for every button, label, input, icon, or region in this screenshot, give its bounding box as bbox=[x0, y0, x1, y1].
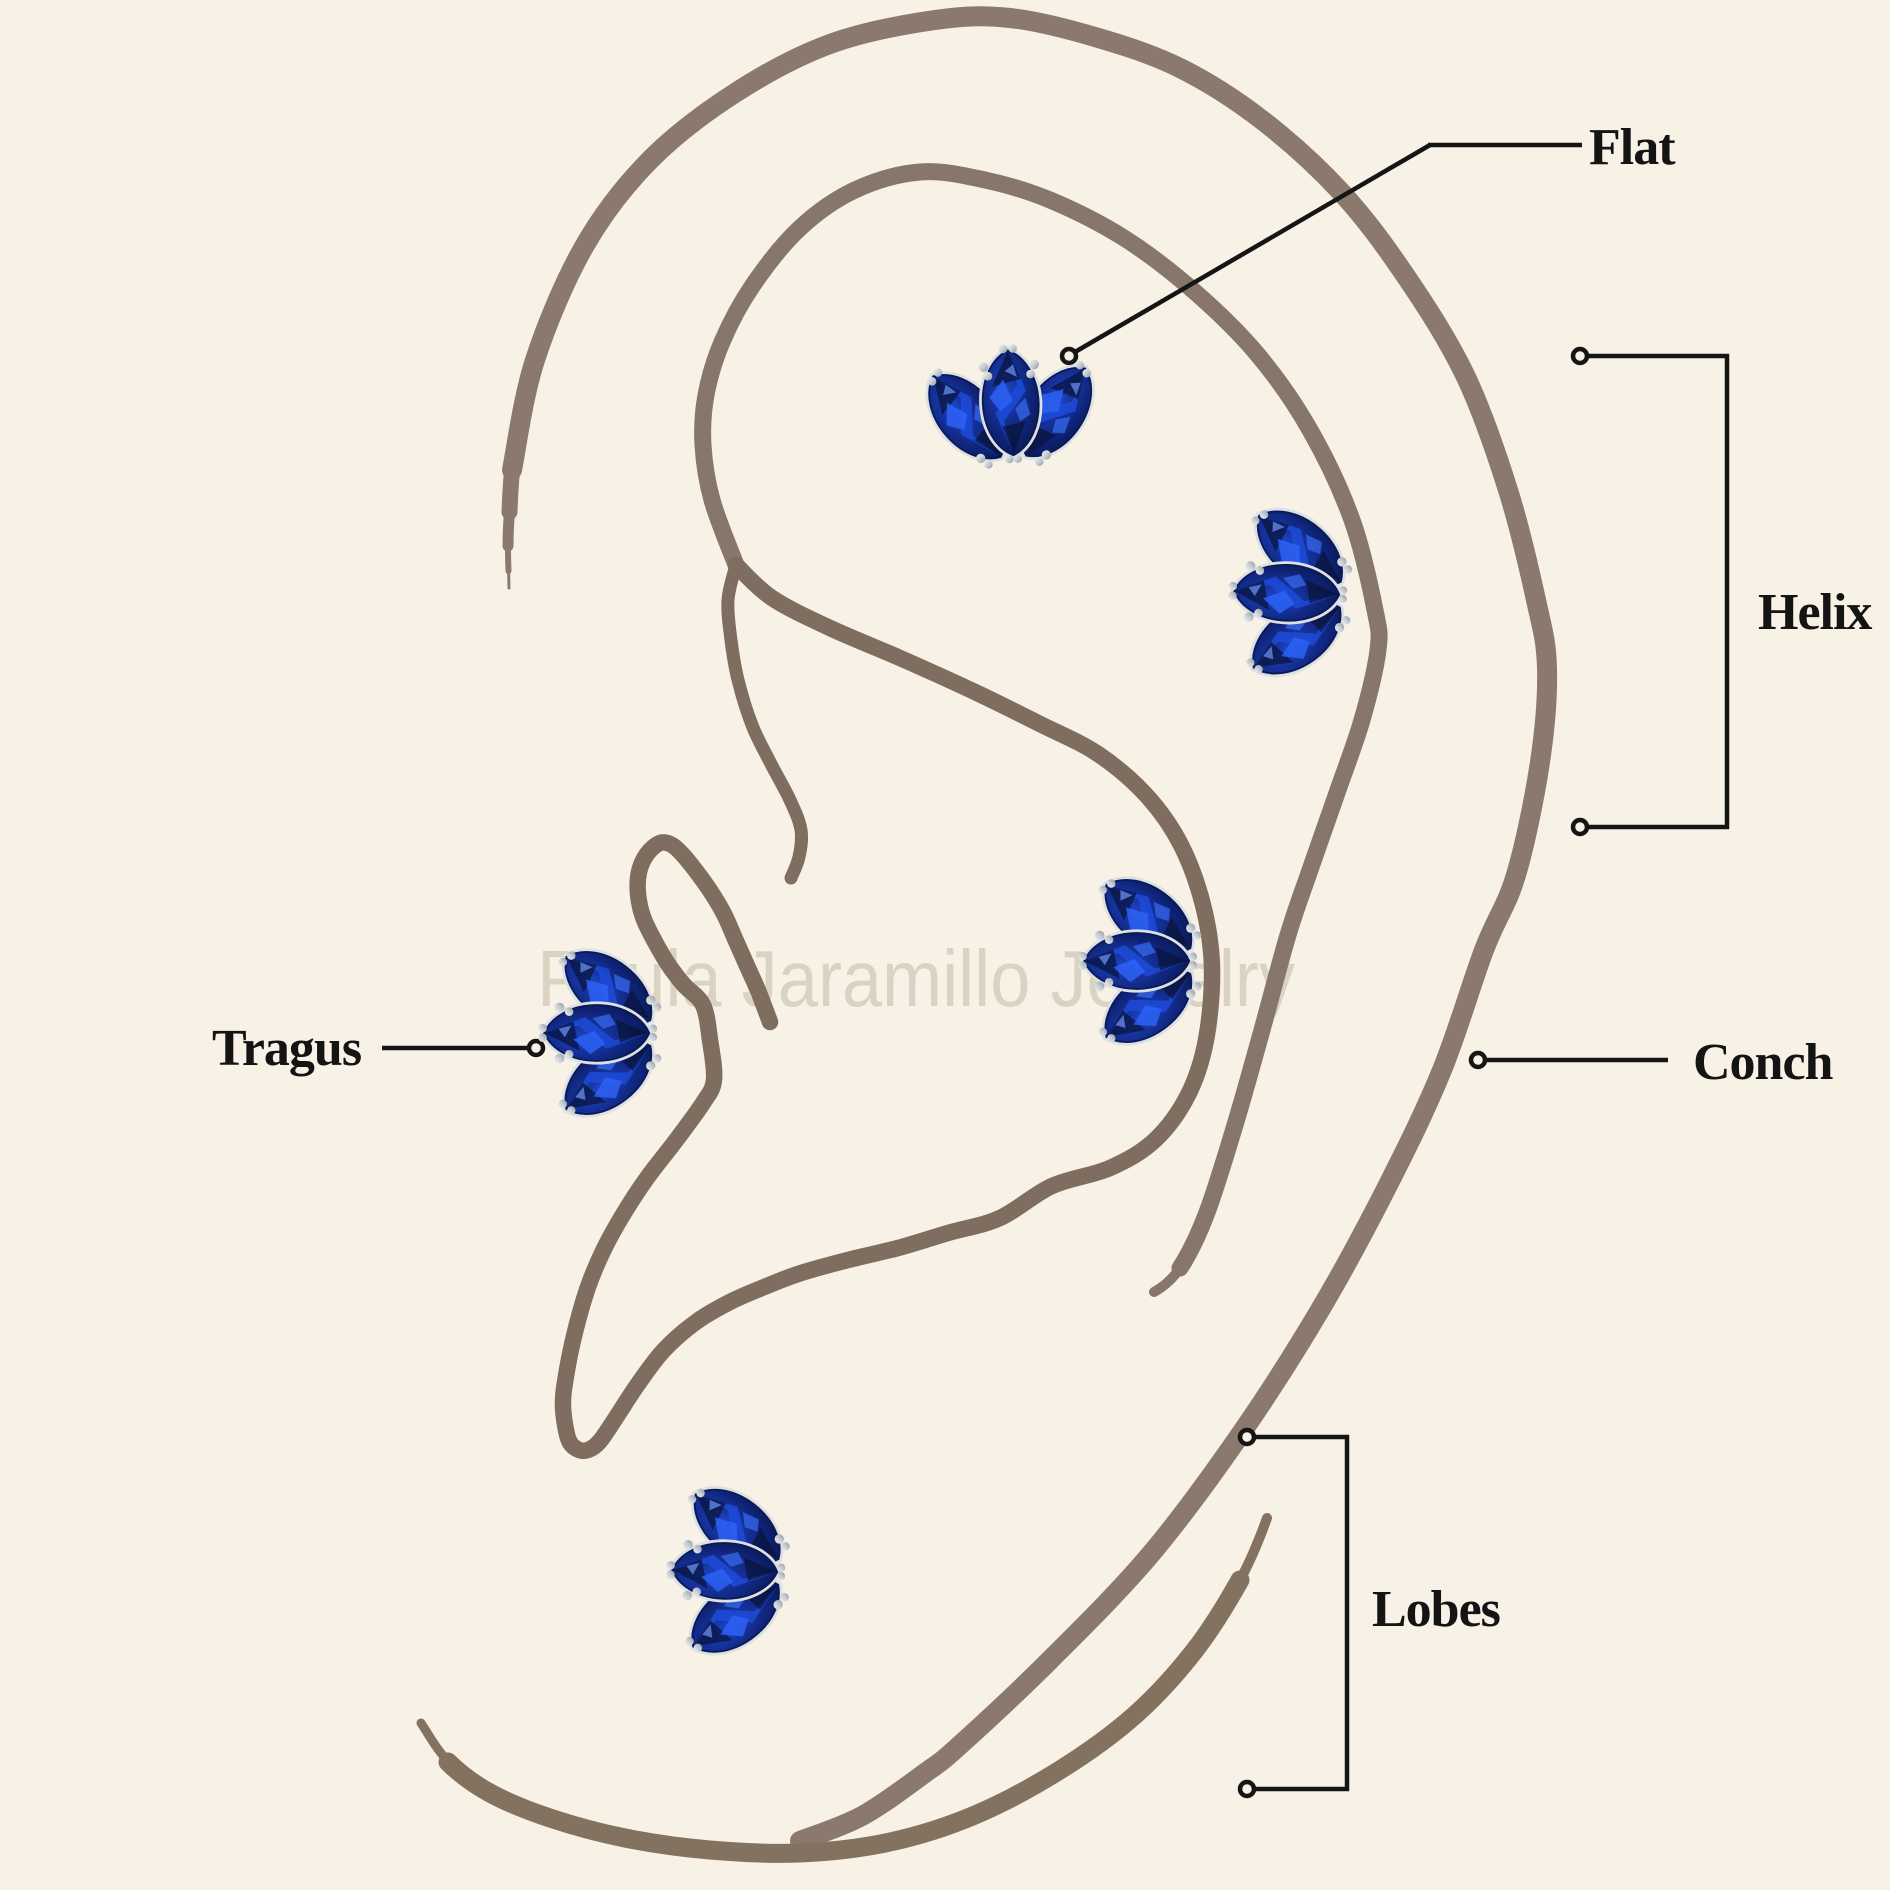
svg-text:Tragus: Tragus bbox=[212, 1020, 361, 1077]
svg-text:Flat: Flat bbox=[1589, 119, 1676, 176]
svg-text:Helix: Helix bbox=[1758, 584, 1872, 641]
svg-text:Conch: Conch bbox=[1693, 1034, 1834, 1091]
svg-text:Lobes: Lobes bbox=[1372, 1581, 1500, 1638]
